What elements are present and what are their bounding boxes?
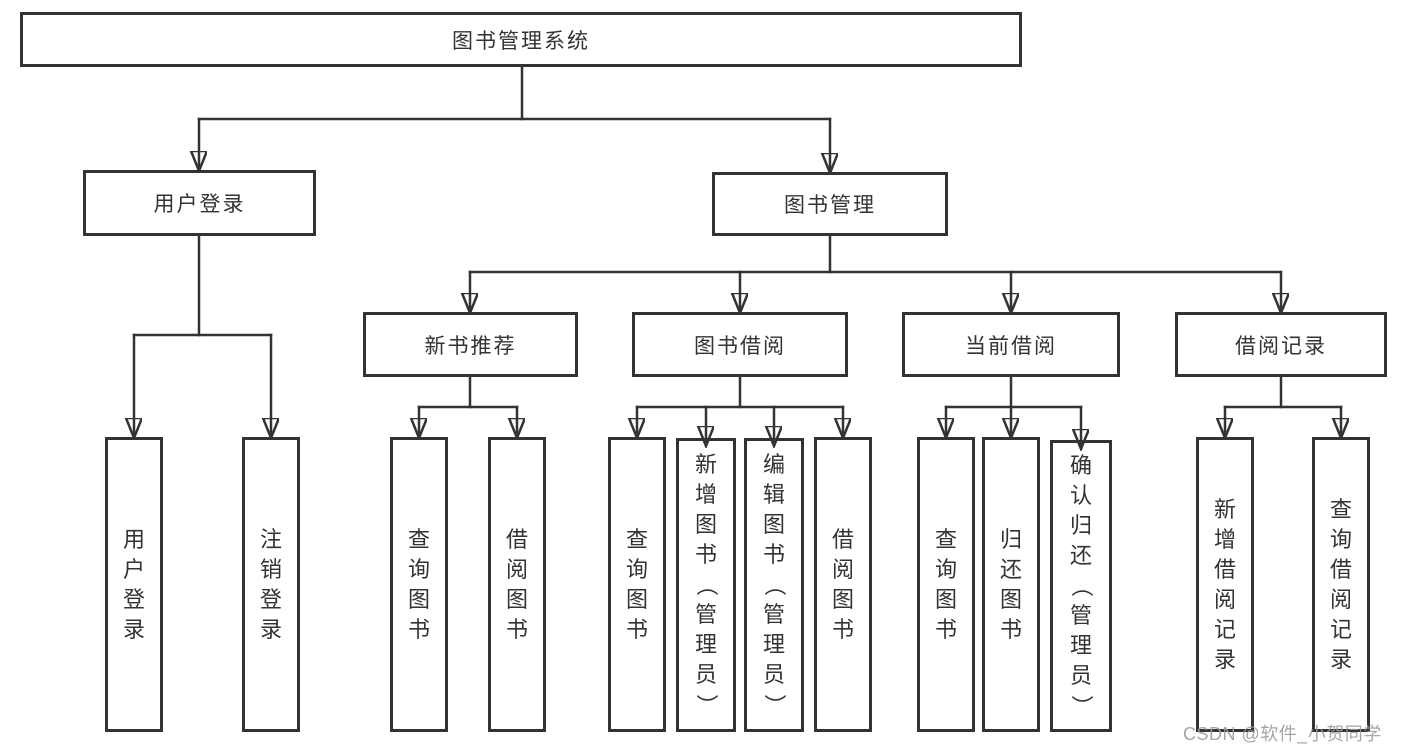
connector-book-borrow-to-leaves: [637, 375, 843, 445]
leaf-cb-confirm-return-label: 确认归还（管理员）: [1068, 453, 1094, 718]
node-borrow-records-label: 借阅记录: [1235, 334, 1327, 358]
node-root: 图书管理系统: [20, 12, 1022, 67]
node-book-borrow-label: 图书借阅: [694, 334, 786, 358]
leaf-br-query-record: 查询借阅记录: [1312, 437, 1370, 732]
leaf-cb-return-books: 归还图书: [982, 437, 1040, 732]
leaf-cb-confirm-return: 确认归还（管理员）: [1050, 440, 1112, 732]
leaf-user-login-label: 用户登录: [122, 526, 145, 642]
connector-user-login-to-leaves: [134, 234, 271, 437]
leaf-br-add-record-label: 新增借阅记录: [1213, 496, 1236, 672]
node-current-borrow: 当前借阅: [902, 312, 1120, 377]
leaf-cb-query-books: 查询图书: [917, 437, 975, 732]
node-book-management-label: 图书管理: [784, 194, 876, 217]
csdn-watermark: CSDN @软件_小贺同学: [1183, 724, 1382, 744]
connector-book-mgmt-to-level2: [470, 234, 1281, 312]
leaf-logout: 注销登录: [242, 437, 300, 732]
connector-new-books-to-leaves: [419, 375, 517, 437]
leaf-nb-query-books-label: 查询图书: [407, 526, 430, 642]
node-current-borrow-label: 当前借阅: [965, 334, 1057, 358]
leaf-nb-borrow-books: 借阅图书: [488, 437, 546, 732]
leaf-bb-edit-books-label: 编辑图书（管理员）: [761, 452, 787, 717]
leaf-logout-label: 注销登录: [259, 526, 282, 642]
leaf-bb-add-books-label: 新增图书（管理员）: [693, 452, 719, 717]
leaf-cb-query-books-label: 查询图书: [934, 526, 957, 642]
node-root-label: 图书管理系统: [452, 29, 590, 53]
connector-root-to-level1: [199, 65, 830, 172]
leaf-br-add-record: 新增借阅记录: [1196, 437, 1254, 732]
leaf-nb-query-books: 查询图书: [390, 437, 448, 732]
leaf-bb-borrow-books: 借阅图书: [814, 437, 872, 732]
node-borrow-records: 借阅记录: [1175, 312, 1387, 377]
leaf-bb-query-books: 查询图书: [608, 437, 666, 732]
node-user-login: 用户登录: [83, 170, 316, 236]
leaf-cb-return-books-label: 归还图书: [999, 526, 1022, 642]
node-new-book-recommend: 新书推荐: [363, 312, 578, 377]
leaf-user-login: 用户登录: [105, 437, 163, 732]
leaf-nb-borrow-books-label: 借阅图书: [505, 526, 528, 642]
leaf-bb-edit-books: 编辑图书（管理员）: [744, 438, 804, 732]
connector-borrow-records-to-leaves: [1225, 375, 1341, 437]
leaf-bb-add-books: 新增图书（管理员）: [676, 438, 736, 732]
leaf-br-query-record-label: 查询借阅记录: [1329, 496, 1352, 672]
leaf-bb-borrow-books-label: 借阅图书: [831, 526, 854, 642]
node-book-borrow: 图书借阅: [632, 312, 848, 377]
leaf-bb-query-books-label: 查询图书: [625, 526, 648, 642]
node-user-login-label: 用户登录: [153, 193, 246, 216]
node-new-book-recommend-label: 新书推荐: [424, 334, 517, 358]
node-book-management: 图书管理: [712, 172, 948, 236]
